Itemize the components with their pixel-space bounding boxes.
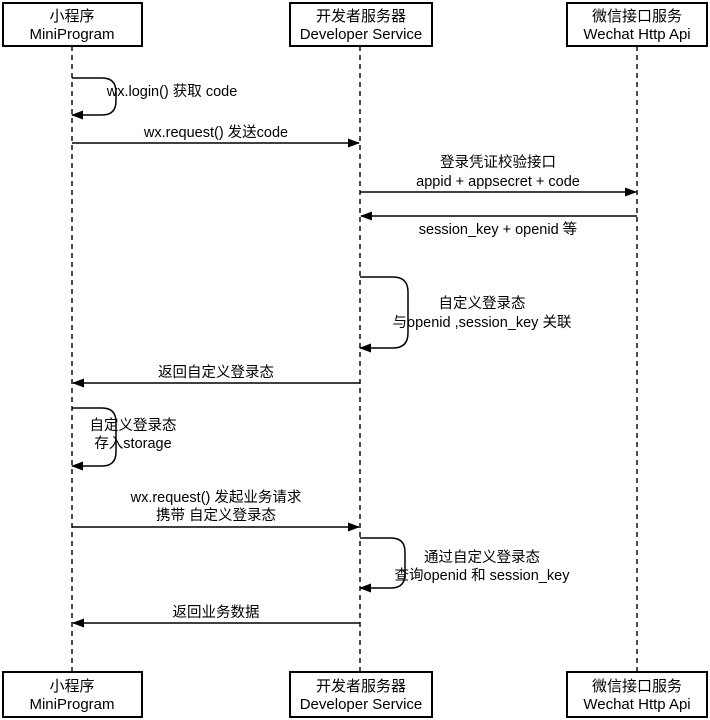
message-label-line2: appid + appsecret + code [416, 174, 580, 190]
message-send-code: wx.request() 发送code [72, 124, 360, 148]
message-label-line1: 自定义登录态 [439, 295, 526, 312]
actor-box [566, 671, 708, 718]
actor-bottom-developer-service: 开发者服务器 Developer Service [289, 671, 433, 718]
actor-box [289, 2, 433, 47]
message-label-line2: 查询openid 和 session_key [395, 567, 571, 584]
actor-box [566, 2, 708, 47]
actor-label-en: Developer Service [300, 26, 423, 43]
message-label-line1: 自定义登录态 [90, 417, 177, 434]
message-label-line1: 登录凭证校验接口 [440, 154, 556, 171]
message-label: session_key + openid 等 [419, 220, 577, 238]
message-return-login-state: 返回自定义登录态 [72, 364, 360, 388]
actor-label-zh: 小程序 [49, 8, 94, 25]
actor-label-en: MiniProgram [29, 26, 114, 43]
message-business-request: wx.request() 发起业务请求 携带 自定义登录态 [72, 489, 360, 532]
actor-label-en: MiniProgram [29, 696, 114, 713]
actor-label-zh: 开发者服务器 [316, 678, 406, 695]
actor-label-zh: 微信接口服务 [592, 678, 682, 695]
message-label: wx.request() 发送code [143, 124, 288, 141]
actor-label-zh: 开发者服务器 [316, 8, 406, 25]
message-label: 返回自定义登录态 [158, 364, 274, 381]
message-self-wx-login: wx.login() 获取 code [71, 77, 238, 120]
message-self-custom-login-state: 自定义登录态 与openid ,session_key 关联 [359, 276, 572, 353]
actor-label-en: Developer Service [300, 696, 423, 713]
message-label: 返回业务数据 [173, 604, 260, 621]
message-label-line2: 与openid ,session_key 关联 [393, 314, 572, 331]
message-credential-check: 登录凭证校验接口 appid + appsecret + code [360, 154, 637, 197]
actor-label-en: Wechat Http Api [583, 26, 690, 43]
message-self-query-openid: 通过自定义登录态 查询openid 和 session_key [359, 537, 571, 593]
message-return-business-data: 返回业务数据 [72, 604, 360, 628]
self-loop-arrow [71, 407, 117, 471]
actor-label-zh: 小程序 [49, 678, 94, 695]
actor-label-zh: 微信接口服务 [592, 8, 682, 25]
actor-top-wechat-http-api: 微信接口服务 Wechat Http Api [566, 2, 708, 47]
message-label-line1: 通过自定义登录态 [424, 549, 540, 566]
actor-label-en: Wechat Http Api [583, 696, 690, 713]
message-self-store-storage: 自定义登录态 存入storage [71, 407, 177, 471]
self-loop-arrow [359, 276, 409, 353]
message-label-line1: wx.request() 发起业务请求 [130, 489, 302, 506]
message-label: wx.login() 获取 code [106, 83, 238, 100]
actor-box [2, 2, 143, 47]
message-label-line2: 存入storage [94, 435, 171, 452]
actor-top-developer-service: 开发者服务器 Developer Service [289, 2, 433, 47]
message-label-line2: 携带 自定义登录态 [156, 507, 276, 524]
actor-box [2, 671, 143, 718]
actor-box [289, 671, 433, 718]
actor-bottom-miniprogram: 小程序 MiniProgram [2, 671, 143, 718]
message-session-key-return: session_key + openid 等 [360, 211, 637, 238]
self-loop-arrow [359, 537, 406, 593]
self-loop-arrow [71, 77, 117, 120]
actor-top-miniprogram: 小程序 MiniProgram [2, 2, 143, 47]
actor-bottom-wechat-http-api: 微信接口服务 Wechat Http Api [566, 671, 708, 718]
